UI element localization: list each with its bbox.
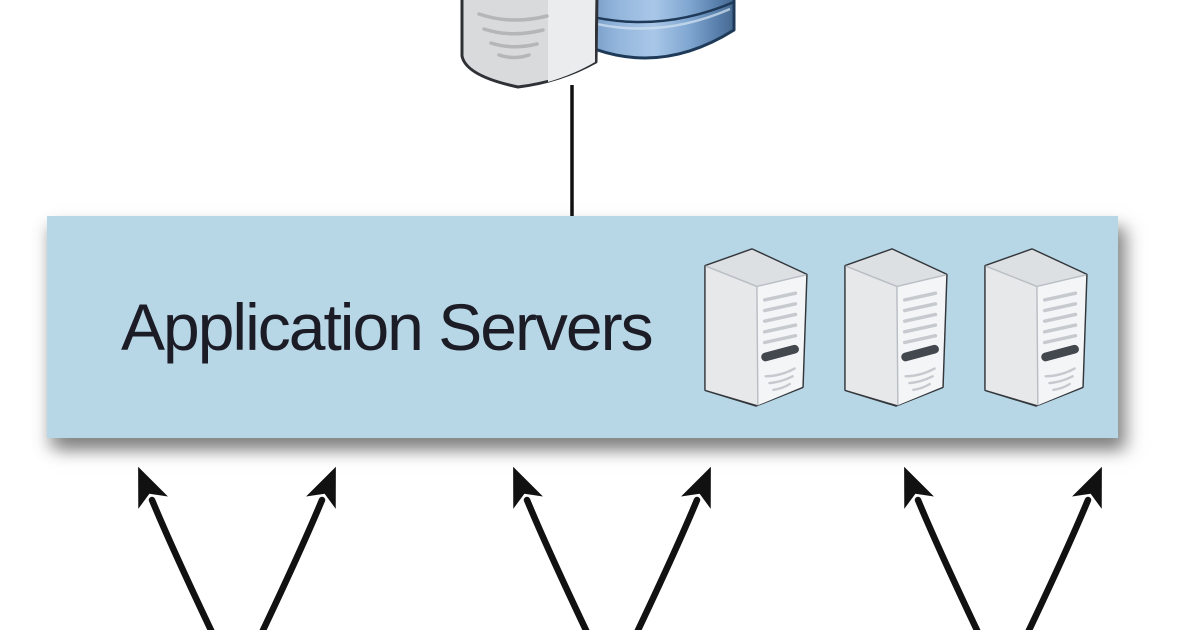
database-cylinder-icon (554, 0, 736, 60)
server-tower-icon (836, 243, 952, 411)
application-servers-box: Application Servers (47, 216, 1118, 438)
arrow-pair-right (904, 466, 1102, 630)
incoming-arrows (138, 466, 1102, 630)
arrow-pair-center (513, 466, 711, 630)
server-tower-icon (460, 0, 599, 89)
arrow-pair-left (138, 466, 336, 630)
application-servers-label: Application Servers (121, 290, 654, 364)
server-tower-icon (696, 243, 812, 411)
server-tower-icon (976, 243, 1092, 411)
server-tower-group (696, 243, 1092, 411)
